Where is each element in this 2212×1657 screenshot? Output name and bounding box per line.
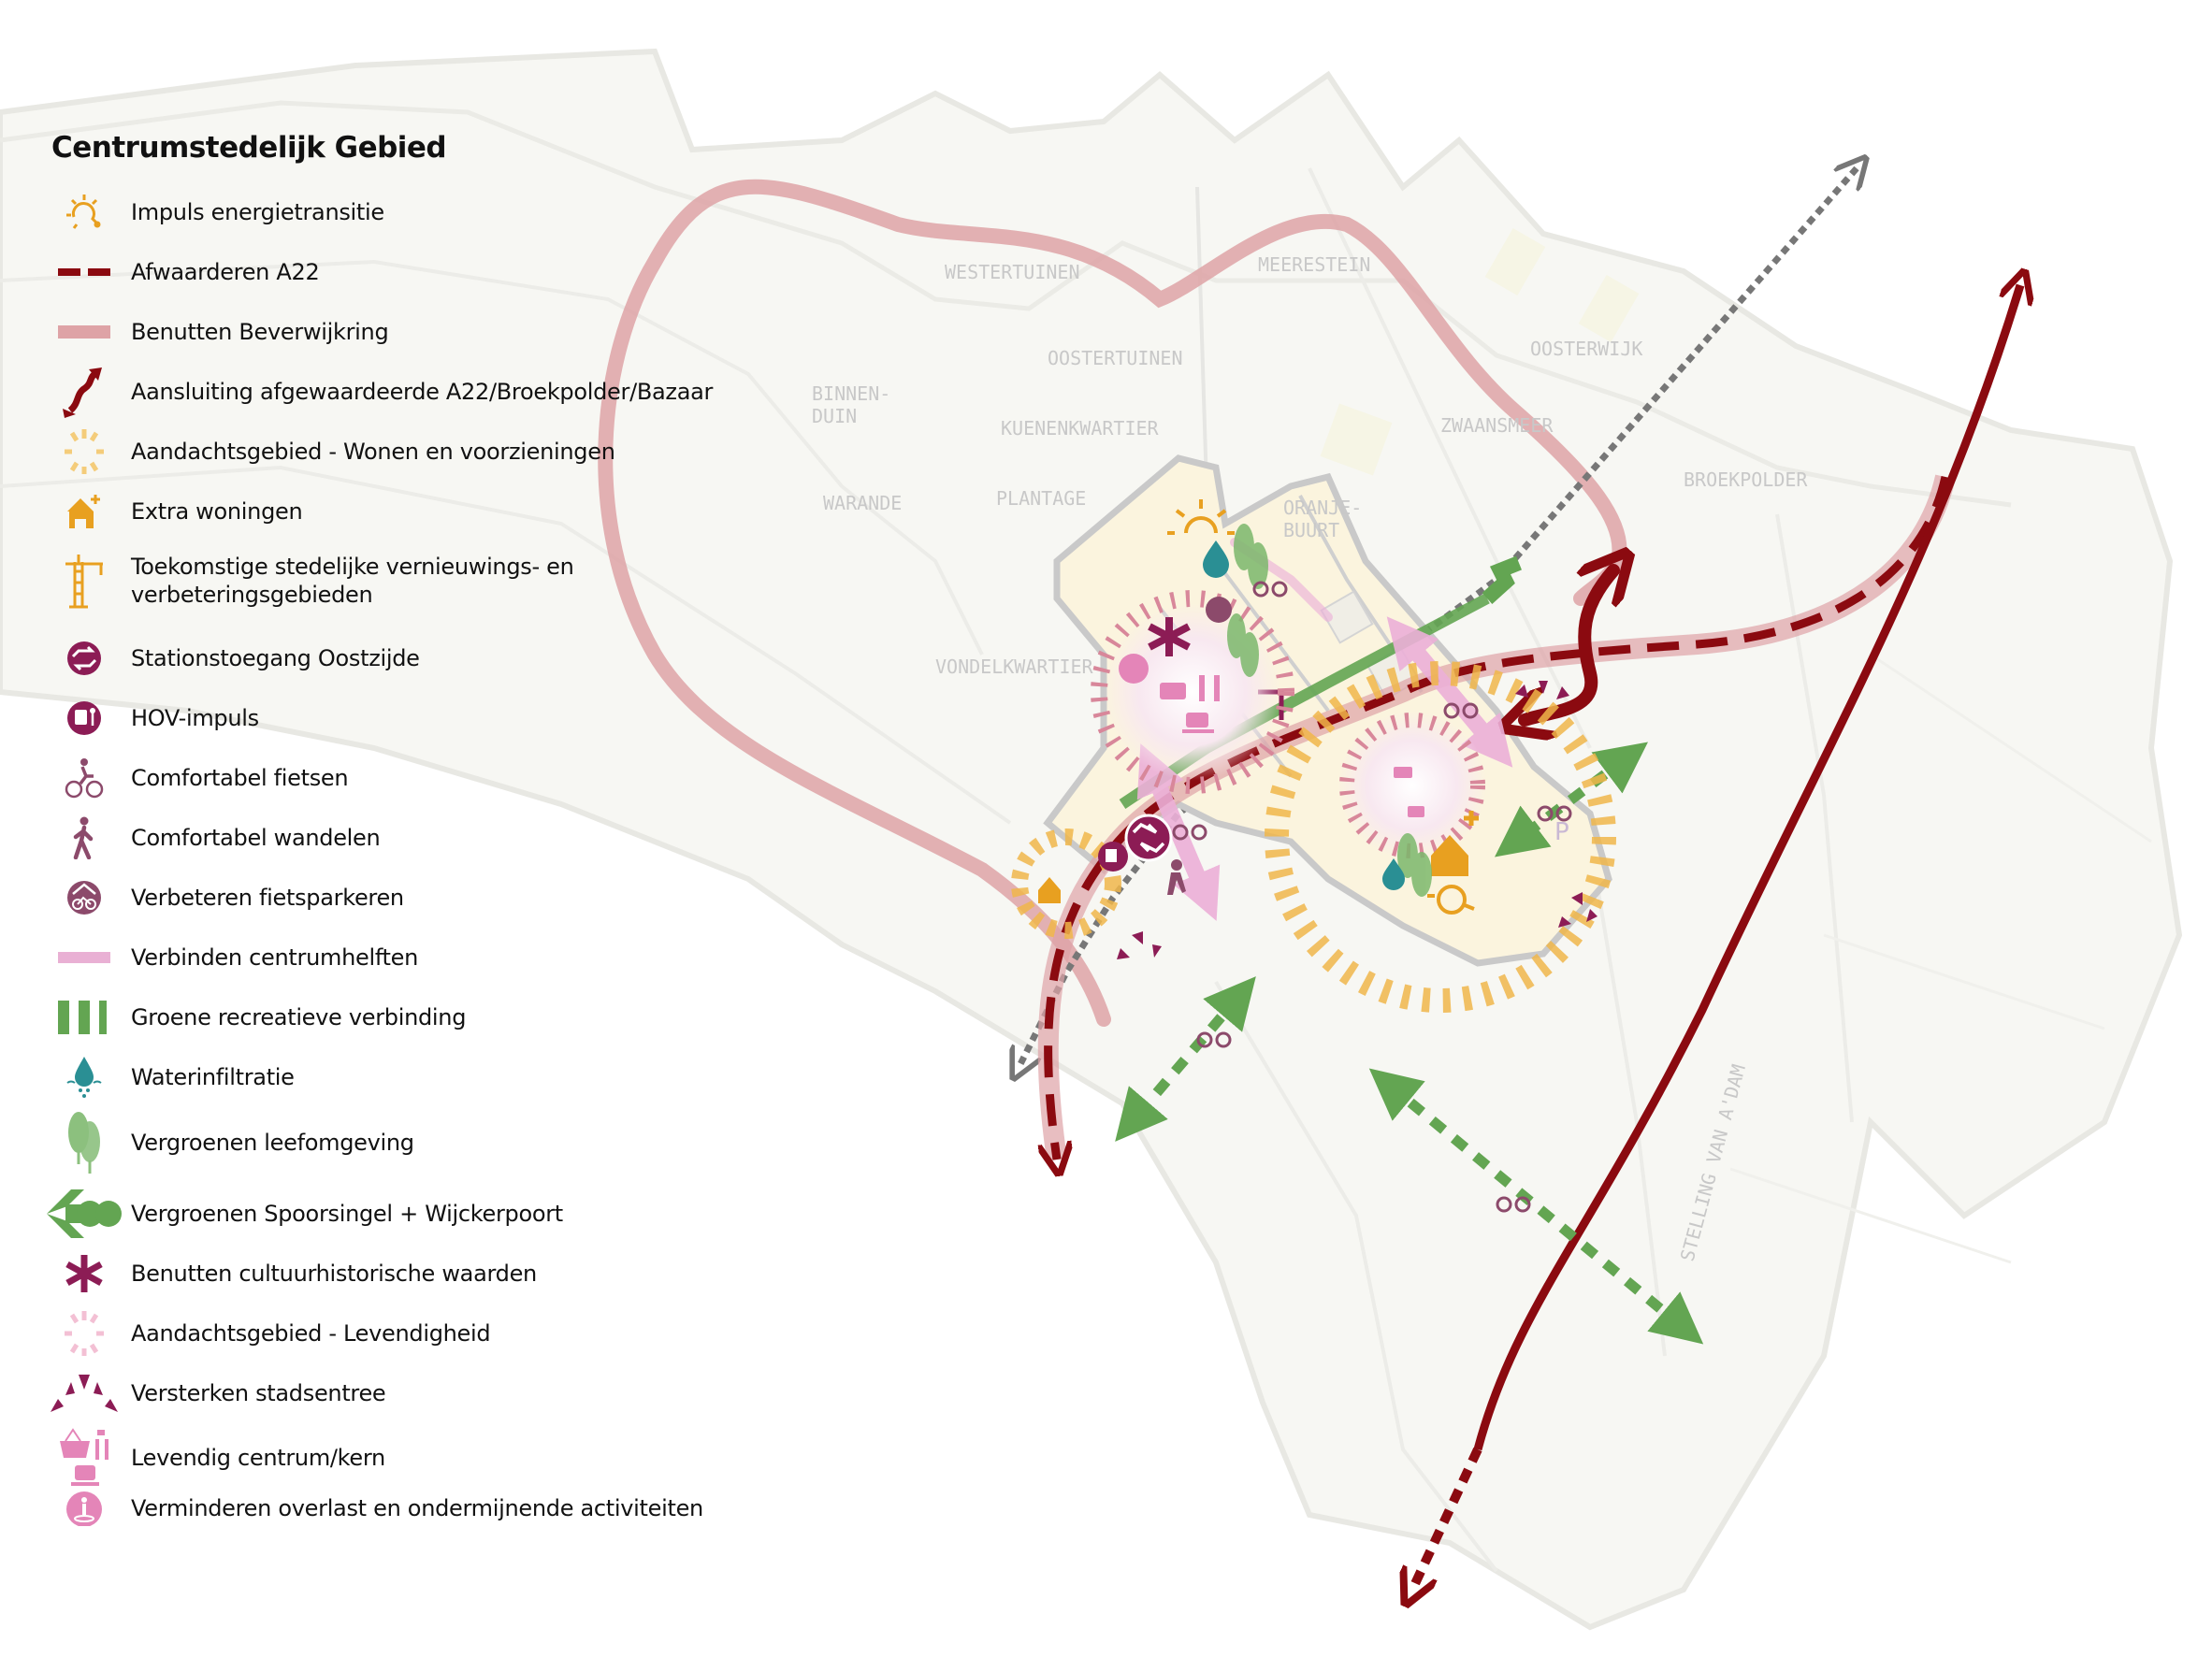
crane-icon bbox=[37, 543, 131, 618]
energy-plug-map-icon bbox=[1427, 885, 1475, 915]
basket-cup-icon bbox=[37, 1425, 131, 1491]
pink-line-icon bbox=[37, 929, 131, 986]
fountain-circle-icon bbox=[37, 1489, 131, 1526]
dashed-line-darkred-icon bbox=[37, 244, 131, 300]
green-arrow-icon bbox=[37, 1186, 131, 1242]
train-station-icon bbox=[37, 630, 131, 686]
legend-item-walking: Comfortabel wandelen bbox=[37, 810, 381, 866]
entrance-triangles-icon bbox=[37, 1365, 131, 1421]
housing-attention-zones bbox=[1011, 661, 1616, 1013]
legend-item-greening: Vergroenen leefomgeving bbox=[37, 1109, 414, 1176]
district-label: PLANTAGE bbox=[996, 487, 1086, 510]
heritage-asterisk-map-icon bbox=[1148, 617, 1191, 656]
green-recreational-connections bbox=[1115, 742, 1704, 1345]
city-entrance-markers bbox=[1117, 681, 1598, 959]
legend-item-energy: Impuls energietransitie bbox=[37, 184, 384, 240]
district-label: MEERESTEIN bbox=[1258, 253, 1370, 276]
water-drop-map-icon bbox=[1203, 540, 1405, 890]
legend-item-water: Waterinfiltratie bbox=[37, 1049, 295, 1105]
district-label: WESTERTUINEN bbox=[945, 261, 1080, 283]
legend-item-lively-centre: Levendig centrum/kern bbox=[37, 1425, 385, 1491]
curved-double-arrow-icon bbox=[37, 364, 131, 420]
station-icon bbox=[1124, 814, 1173, 862]
pedestrian-icon bbox=[37, 810, 131, 866]
legend-item-hov: HOV-impuls bbox=[37, 690, 259, 746]
trees-map-icon bbox=[1227, 524, 1432, 897]
legend-item-cycling: Comfortabel fietsen bbox=[37, 750, 349, 806]
yellow-burst-icon bbox=[37, 424, 131, 480]
legend-item-ring: Benutten Beverwijkring bbox=[37, 304, 389, 360]
house-plus-icon bbox=[37, 483, 131, 540]
green-dashes-icon bbox=[37, 989, 131, 1045]
parking-label: P bbox=[1554, 818, 1569, 846]
legend-item-bike-parking: Verbeteren fietsparkeren bbox=[37, 870, 404, 926]
lively-centre-map-icon bbox=[1160, 675, 1424, 817]
trees-icon bbox=[37, 1109, 131, 1176]
sun-plug-icon bbox=[37, 184, 131, 240]
district-label: ORANJE- bbox=[1283, 497, 1362, 519]
legend-item-connection: Aansluiting afgewaardeerde A22/Broekpold… bbox=[37, 364, 713, 420]
legend-item-extra-housing: Extra woningen bbox=[37, 483, 303, 540]
bike-parking-map-icon bbox=[1206, 597, 1232, 623]
legend-item-city-entrance: Versterken stadsentree bbox=[37, 1365, 386, 1421]
legend-item-connect-halves: Verbinden centrumhelften bbox=[37, 929, 418, 986]
district-label: DUIN bbox=[812, 405, 857, 427]
nuisance-map-icon bbox=[1119, 654, 1149, 684]
house-map-icon bbox=[1038, 811, 1479, 903]
legend-item-green-connection: Groene recreatieve verbinding bbox=[37, 989, 466, 1045]
pink-burst-icon bbox=[37, 1305, 131, 1362]
legend-item-station: Stationstoegang Oostzijde bbox=[37, 630, 420, 686]
legend-item-liveliness-zone: Aandachtsgebied - Levendigheid bbox=[37, 1305, 491, 1362]
cyclist-icon bbox=[37, 750, 131, 806]
bike-parking-icon bbox=[37, 870, 131, 926]
water-drop-icon bbox=[37, 1049, 131, 1105]
district-label: BUURT bbox=[1283, 519, 1339, 541]
district-label: OOSTERWIJK bbox=[1530, 338, 1642, 360]
legend-title: Centrumstedelijk Gebied bbox=[51, 131, 447, 165]
district-label: ZWAANSMEER bbox=[1440, 414, 1554, 437]
asterisk-icon bbox=[37, 1246, 131, 1302]
legend-item-housing-zone: Aandachtsgebied - Wonen en voorzieningen bbox=[37, 424, 615, 480]
district-label: OOSTERTUINEN bbox=[1048, 347, 1183, 369]
district-labels: WESTERTUINEN MEERESTEIN OOSTERTUINEN OOSTER… bbox=[812, 253, 1808, 1263]
legend-item-spoorsingel: Vergroenen Spoorsingel + Wijckerpoort bbox=[37, 1186, 563, 1242]
district-label: KUENENKWARTIER bbox=[1001, 417, 1160, 439]
district-label: WARANDE bbox=[823, 492, 902, 514]
pink-band-icon bbox=[37, 304, 131, 360]
bus-stop-icon bbox=[37, 690, 131, 746]
cyclist-map-icons bbox=[1172, 581, 1572, 1213]
bus-stop-map-icon bbox=[1098, 842, 1128, 872]
district-label: BROEKPOLDER bbox=[1684, 468, 1808, 491]
district-label: VONDELKWARTIER bbox=[935, 656, 1094, 678]
pedestrian-map-icon bbox=[1167, 859, 1186, 895]
energy-sun-map-icon bbox=[1167, 499, 1235, 535]
legend-item-a22: Afwaarderen A22 bbox=[37, 244, 320, 300]
legend-item-renewal: Toekomstige stedelijke vernieuwings- en … bbox=[37, 543, 692, 618]
legend-item-nuisance: Verminderen overlast en ondermijnende ac… bbox=[37, 1489, 703, 1526]
district-label: BINNEN- bbox=[812, 382, 890, 405]
legend-item-heritage: Benutten cultuurhistorische waarden bbox=[37, 1246, 537, 1302]
